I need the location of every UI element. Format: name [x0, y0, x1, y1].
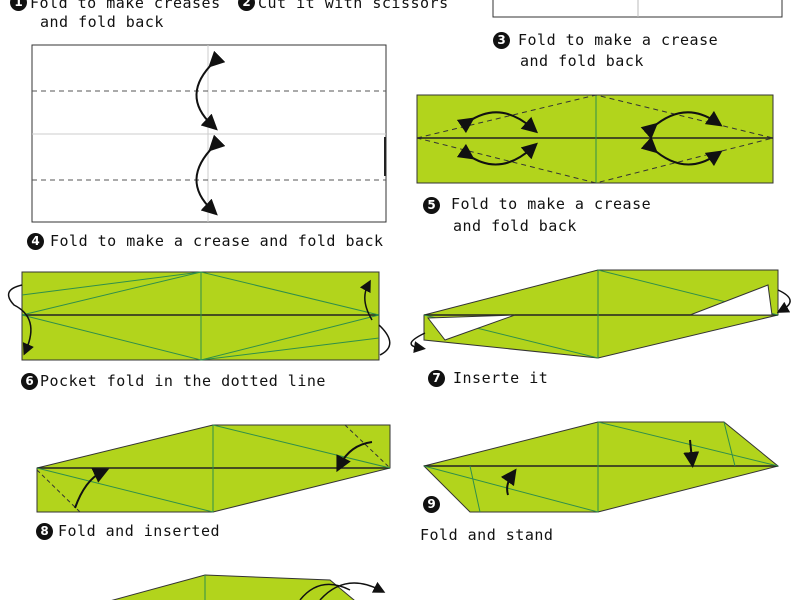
fold-arrow-icon	[336, 441, 373, 473]
step4-label: Fold to make a crease and fold back	[50, 232, 384, 250]
step8-paper	[36, 424, 391, 513]
step9-paper	[423, 421, 780, 513]
step-number-7: 7	[428, 370, 445, 387]
step9-label: Fold and stand	[420, 526, 554, 544]
fold-arrow-icon	[410, 332, 426, 354]
fold-arrow-icon	[456, 111, 539, 134]
step5-label: Fold to make a crease	[451, 195, 652, 213]
step-number-5: 5	[423, 197, 440, 214]
step-number-6: 6	[21, 373, 38, 390]
step-number-3: 3	[493, 32, 510, 49]
fold-arrow-icon	[500, 468, 517, 496]
step-number-4: 4	[27, 233, 44, 250]
step-number-2: 2	[238, 0, 255, 11]
fold-arrow-icon	[195, 50, 226, 131]
step5-paper	[416, 94, 774, 184]
fold-arrow-icon	[299, 583, 380, 600]
step5-label-line2: and fold back	[453, 217, 577, 235]
fold-arrow-icon	[7, 284, 34, 356]
fold-arrow-icon	[640, 110, 723, 140]
fold-arrow-icon	[456, 142, 538, 166]
fold-arrow-icon	[683, 439, 700, 468]
step8-label: Fold and inserted	[58, 522, 221, 540]
step7-paper	[410, 269, 791, 359]
step2-paper	[492, 0, 783, 18]
fold-arrow-icon	[640, 136, 723, 167]
step7-label: Inserte it	[453, 369, 549, 387]
step3-label-line2: and fold back	[520, 52, 644, 70]
step1-label-line2: and fold back	[40, 13, 164, 31]
step1-label: Fold to make creases	[30, 0, 221, 12]
fold-arrow-icon	[195, 134, 226, 216]
step-number-1: 1	[10, 0, 27, 11]
step10-paper	[111, 574, 380, 600]
fold-arrow-icon	[365, 285, 391, 356]
step-number-9: 9	[423, 496, 440, 513]
step6-label: Pocket fold in the dotted line	[40, 372, 326, 390]
fold-arrow-icon	[776, 289, 791, 313]
step2-label: Cut it with scissors	[258, 0, 449, 12]
step6-paper	[7, 271, 391, 361]
step-number-8: 8	[36, 523, 53, 540]
step4-paper	[31, 44, 387, 223]
step3-label: Fold to make a crease	[518, 31, 719, 49]
fold-arrow-icon	[74, 468, 110, 509]
